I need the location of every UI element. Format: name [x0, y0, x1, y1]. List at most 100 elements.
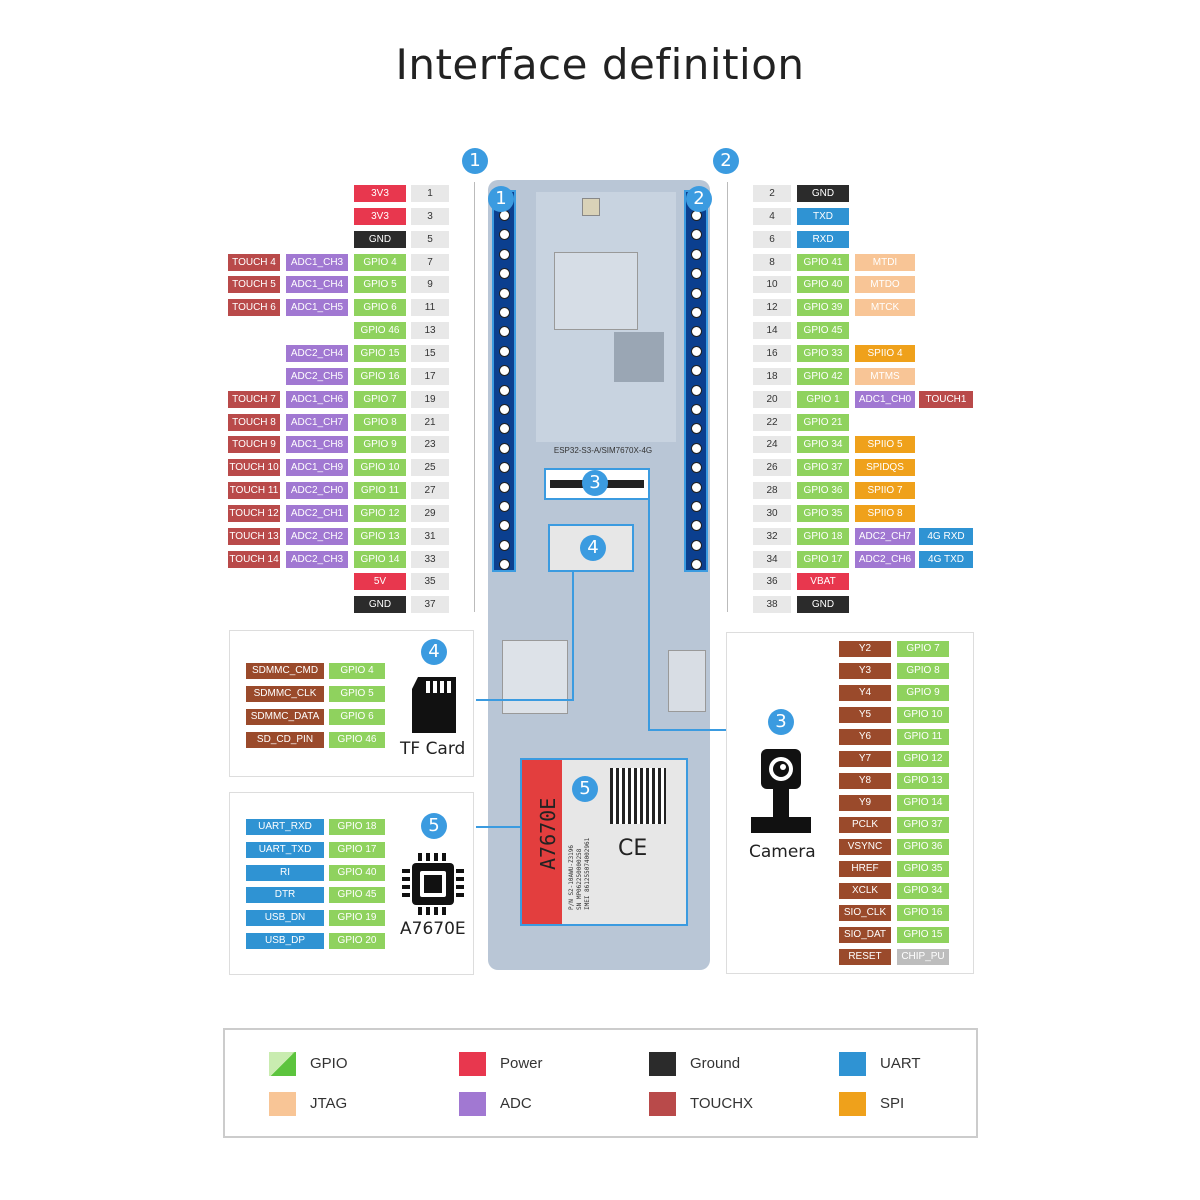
pin-number: 36	[753, 573, 791, 591]
pin-label-ground: GND	[797, 596, 849, 614]
legend-swatch	[459, 1052, 486, 1077]
camera-label: Camera	[749, 842, 816, 862]
header-pin-hole	[499, 423, 510, 435]
pin-number: 31	[411, 527, 449, 545]
pin-number: 38	[753, 596, 791, 614]
pin-label-gpio: GPIO 8	[354, 413, 406, 431]
a7670-gpio-label: GPIO 17	[329, 841, 385, 858]
camera-signal-label: SIO_DAT	[839, 927, 891, 943]
pin-label-adc: ADC1_CH9	[286, 459, 348, 477]
pin-number: 13	[411, 322, 449, 340]
pin-number: 35	[411, 573, 449, 591]
pin-label-gpio: GPIO 9	[354, 436, 406, 454]
pin-number: 7	[411, 253, 449, 271]
pin-label-touchx: TOUCH 11	[228, 482, 280, 500]
pin-number: 23	[411, 436, 449, 454]
module-info-line: IMEI 861255074002961	[584, 837, 591, 910]
pin-label-gpio: GPIO 34	[797, 436, 849, 454]
pin-label-uart: RXD	[797, 230, 849, 248]
pin-label-jtag: MTCK	[855, 299, 915, 317]
legend-swatch	[839, 1092, 866, 1117]
header-pin-hole	[499, 229, 510, 241]
pin-label-gpio: GPIO 46	[354, 322, 406, 340]
board-image: 1 2 ESP32-S3-A/SIM7670X-4G 3 4 A7670E CE…	[488, 180, 712, 970]
camera-signal-label: HREF	[839, 861, 891, 877]
tf-signal-label: SD_CD_PIN	[246, 732, 324, 748]
pin-label-gpio: GPIO 42	[797, 367, 849, 385]
board-badge-tf: 4	[580, 535, 606, 561]
pin-label-adc: ADC2_CH5	[286, 367, 348, 385]
legend-swatch	[459, 1092, 486, 1117]
pin-label-touchx: TOUCH 10	[228, 459, 280, 477]
legend-item-spi: SPI	[839, 1090, 904, 1118]
tf-gpio-label: GPIO 4	[329, 663, 385, 679]
pin-number: 28	[753, 482, 791, 500]
tf-badge: 4	[421, 639, 447, 665]
camera-gpio-label: GPIO 11	[897, 729, 949, 745]
camera-gpio-label: GPIO 9	[897, 685, 949, 701]
pin-number: 16	[753, 344, 791, 362]
tf-connector-line-v	[572, 572, 574, 700]
board-badge-h1: 1	[488, 186, 514, 212]
header-pin-hole	[691, 326, 702, 338]
header-pin-hole	[691, 423, 702, 435]
module-info-line: SN MP062250000258	[576, 848, 583, 910]
pin-label-adc: ADC1_CH3	[286, 253, 348, 271]
pin-label-spi: SPIDQS	[855, 459, 915, 477]
a7670-gpio-label: GPIO 40	[329, 864, 385, 881]
pin-label-power: 3V3	[354, 185, 406, 202]
pin-number: 30	[753, 504, 791, 522]
pin-number: 18	[753, 367, 791, 385]
pin-label-gpio: GPIO 41	[797, 253, 849, 271]
tf-card-label: TF Card	[400, 739, 466, 759]
pin-label-gpio: GPIO 33	[797, 344, 849, 362]
a7670-signal-label: UART_RXD	[246, 819, 324, 835]
camera-signal-label: Y2	[839, 641, 891, 657]
a7670-signal-label: USB_DN	[246, 910, 324, 927]
pin-label-gpio: GPIO 14	[354, 550, 406, 568]
legend-item-jtag: JTAG	[269, 1090, 347, 1118]
pin-label-uart: 4G TXD	[919, 550, 973, 568]
pin-number: 29	[411, 504, 449, 522]
camera-gpio-label: GPIO 34	[897, 883, 949, 899]
header-pin-hole	[691, 442, 702, 454]
camera-connector-line-h	[648, 729, 726, 731]
camera-gpio-label: CHIP_PU	[897, 949, 949, 965]
legend-swatch	[649, 1092, 676, 1117]
module-connector-line	[476, 826, 520, 828]
header-pin-hole	[691, 307, 702, 318]
board-components	[536, 192, 676, 442]
pin-label-gpio: GPIO 40	[797, 276, 849, 294]
pin-label-uart: 4G RXD	[919, 527, 973, 545]
pin-label-touchx: TOUCH 6	[228, 299, 280, 317]
pin-number: 37	[411, 596, 449, 614]
camera-gpio-label: GPIO 8	[897, 663, 949, 679]
header-pin-hole	[691, 345, 702, 357]
pin-label-touchx: TOUCH 9	[228, 436, 280, 454]
pin-label-touchx: TOUCH 5	[228, 276, 280, 294]
module-red-band	[522, 760, 562, 924]
legend-item-gpio: GPIO	[269, 1050, 348, 1078]
pin-label-adc: ADC2_CH4	[286, 344, 348, 362]
a7670e-badge: 5	[421, 813, 447, 839]
module-name: A7670E	[536, 797, 560, 870]
camera-gpio-label: GPIO 10	[897, 707, 949, 723]
camera-signal-label: RESET	[839, 949, 891, 965]
camera-gpio-label: GPIO 7	[897, 641, 949, 657]
header-pin-hole	[691, 539, 702, 551]
legend-swatch	[269, 1052, 296, 1077]
pin-label-touchx: TOUCH 13	[228, 527, 280, 545]
a7670e-label: A7670E	[400, 919, 466, 939]
pin-label-adc: ADC1_CH8	[286, 436, 348, 454]
pin-number: 22	[753, 413, 791, 431]
legend-item-ground: Ground	[649, 1050, 740, 1078]
pin-number: 1	[411, 185, 449, 202]
pin-label-touchx: TOUCH1	[919, 390, 973, 408]
pin-label-spi: SPIIO 4	[855, 344, 915, 362]
pin-number: 17	[411, 367, 449, 385]
pin-label-adc: ADC1_CH5	[286, 299, 348, 317]
pin-label-gpio: GPIO 6	[354, 299, 406, 317]
pin-number: 12	[753, 299, 791, 317]
pin-number: 24	[753, 436, 791, 454]
